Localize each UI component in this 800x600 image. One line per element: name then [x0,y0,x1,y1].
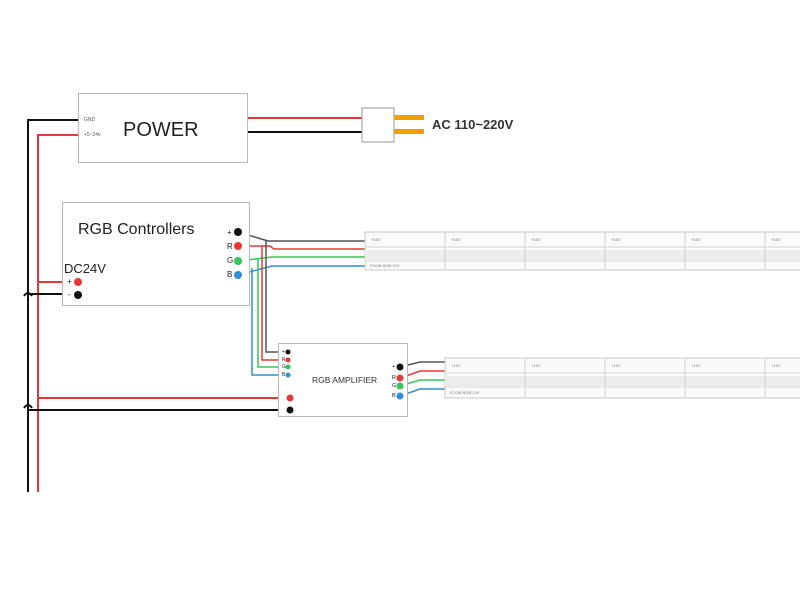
strip-top-segment-label: +12V [691,237,701,242]
strip-top-segment-label: +12V [611,237,621,242]
strip-top-segment-label: +12V [451,237,461,242]
led-strip-bottom [444,357,800,399]
rgb-controller-box: RGB Controllers + - + R G B [62,202,250,306]
amplifier-out-b-label: B [392,393,396,399]
bus-crossover-mark [23,292,33,297]
controller-out-r-label: R [227,242,233,251]
vplus-bus-wire [37,134,80,492]
led-strip-top [364,231,800,271]
controller-out-plus-label: + [227,228,232,237]
controller-in-minus-label: - [68,290,71,299]
strip-top-segment-label: +12V [531,237,541,242]
ctrl-b-to-strip [237,265,365,276]
power-gnd-label: GND [84,117,96,123]
strip-bottom-segment-label: +12V [531,363,541,368]
amplifier-in-b-label: B [282,372,286,378]
ac-input-label: AC 110~220V [432,117,514,132]
bus-crossover-mark [23,404,33,409]
amplifier-in-r-label: R [282,357,286,363]
controller-out-g-label: G [227,256,234,265]
ctrl-g-to-strip [237,256,365,262]
strip-bottom-model-label: FCOB-RGB-12V [450,390,480,395]
strip-bottom-segment-label: +12V [691,363,701,368]
ctrl-r-to-strip [238,245,365,250]
gnd-bus-wire [27,119,80,492]
rgb-amplifier-box: RGB AMPLIFIER + R G B + R G B [278,343,408,417]
power-title: POWER [123,119,199,141]
strip-bottom-segment-label: +12V [611,363,621,368]
amplifier-title: RGB AMPLIFIER [312,375,378,385]
strip-top-segment-label: +12V [371,237,381,242]
strip-bottom-segment-label: +12V [771,363,781,368]
power-vin-label: +5~24v [84,132,101,138]
amplifier-out-plus-label: + [392,364,396,370]
strip-bottom-segment-label: +12V [451,363,461,368]
controller-title: RGB Controllers [78,221,195,238]
amplifier-out-g-label: G [392,383,397,389]
controller-out-b-label: B [227,270,233,279]
amplifier-in-g-label: G [282,364,286,370]
ctrl-b-to-amp [251,268,288,376]
power-supply-box: GND +5~24v POWER [78,93,248,163]
strip-top-model-label: FCOB-RGB-12V [370,263,400,268]
dc-voltage-label: DC24V [64,261,106,276]
amplifier-in-plus-label: + [282,349,285,355]
ctrl-plus-to-strip [237,231,365,242]
amplifier-out-r-label: R [392,375,396,381]
ac-plug-pin [394,129,424,134]
ac-plug-pin [394,115,424,120]
ac-connector [361,107,395,143]
strip-top-segment-label: +12V [771,237,781,242]
controller-in-plus-label: + [67,277,72,286]
